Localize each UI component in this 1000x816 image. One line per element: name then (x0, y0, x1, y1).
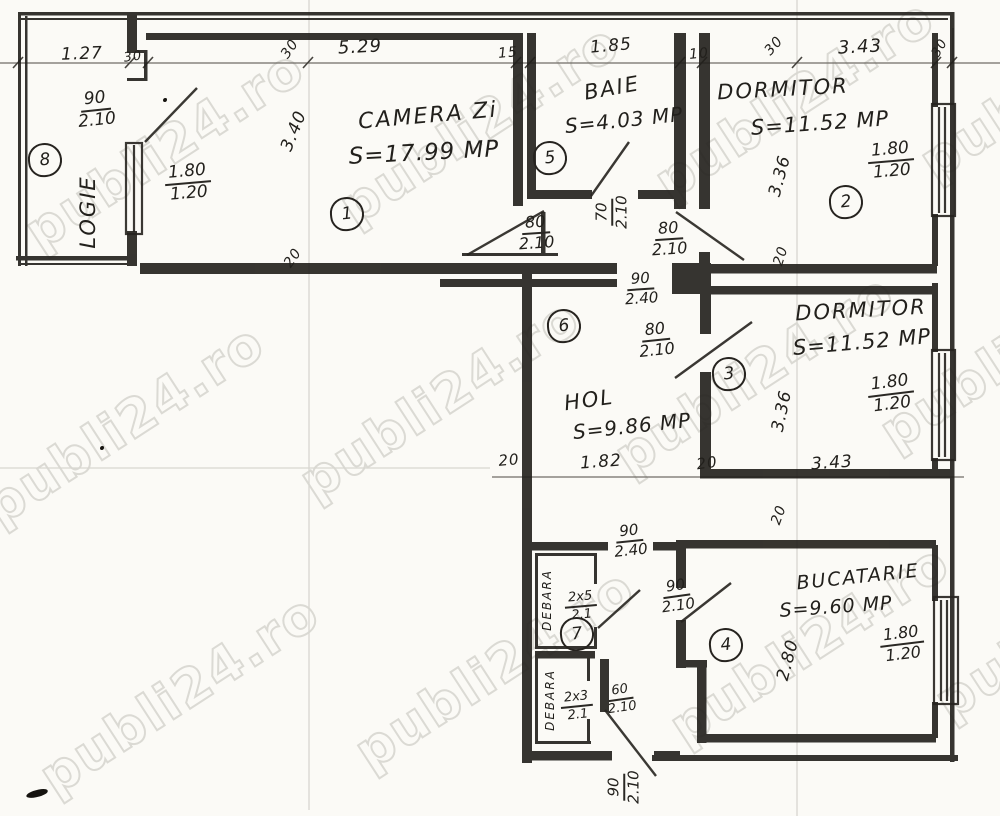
opening-dim-height: 2.1 (566, 705, 589, 723)
dimension-1-27-0: 1.27 (60, 43, 104, 65)
dimension-15-4: 15 (497, 44, 519, 62)
dimension-20-15: 20 (497, 450, 521, 470)
window-glyphs (124, 102, 960, 706)
opening-dim-width: 70 (592, 198, 613, 226)
ink-speck (100, 446, 104, 450)
scan-fold-lines (0, 0, 798, 816)
opening-dim-height: 2.10 (638, 338, 676, 361)
dimension-lines (0, 28, 1000, 478)
dimension-20-17: 20 (695, 452, 719, 474)
dimension-10-6: 10 (688, 45, 710, 63)
opening-dim-height: 2.10 (612, 195, 630, 229)
dimension-1-85-5: 1.85 (589, 34, 633, 58)
dimension-3-43-18: 3.43 (810, 451, 854, 475)
opening-dim-height: 2.10 (651, 237, 689, 260)
dimension-1-82-16: 1.82 (579, 450, 623, 474)
opening-dim-height: 2.10 (518, 231, 556, 254)
opening-dim-height: 2.40 (624, 287, 659, 309)
opening-dim-height: 1.20 (169, 181, 209, 205)
wall-segments (16, 12, 958, 763)
opening-dim-width: 2x3 (559, 688, 594, 709)
opening-dim-height: 2.1 (570, 606, 593, 623)
door-swing-lines (144, 87, 753, 777)
room-name-logie: LOGIE (76, 175, 100, 249)
room-name-debara: DEBARA (540, 569, 554, 631)
opening-dim-height: 1.20 (872, 159, 912, 183)
ink-speck (163, 98, 167, 102)
opening-dim-width: 2x5 (563, 588, 598, 609)
dimension-5-29-3: 5.29 (337, 35, 383, 59)
room-name-debara-2: DEBARA (543, 669, 557, 731)
opening-dim-height: 2.10 (624, 770, 642, 804)
opening-dim-height: 2.10 (77, 108, 117, 132)
opening-dim-height: 2.40 (613, 539, 649, 561)
dimension-3-43-8: 3.43 (837, 35, 883, 59)
dimension-30-1: 30 (122, 48, 144, 66)
opening-dim-width: 90 (604, 773, 625, 801)
